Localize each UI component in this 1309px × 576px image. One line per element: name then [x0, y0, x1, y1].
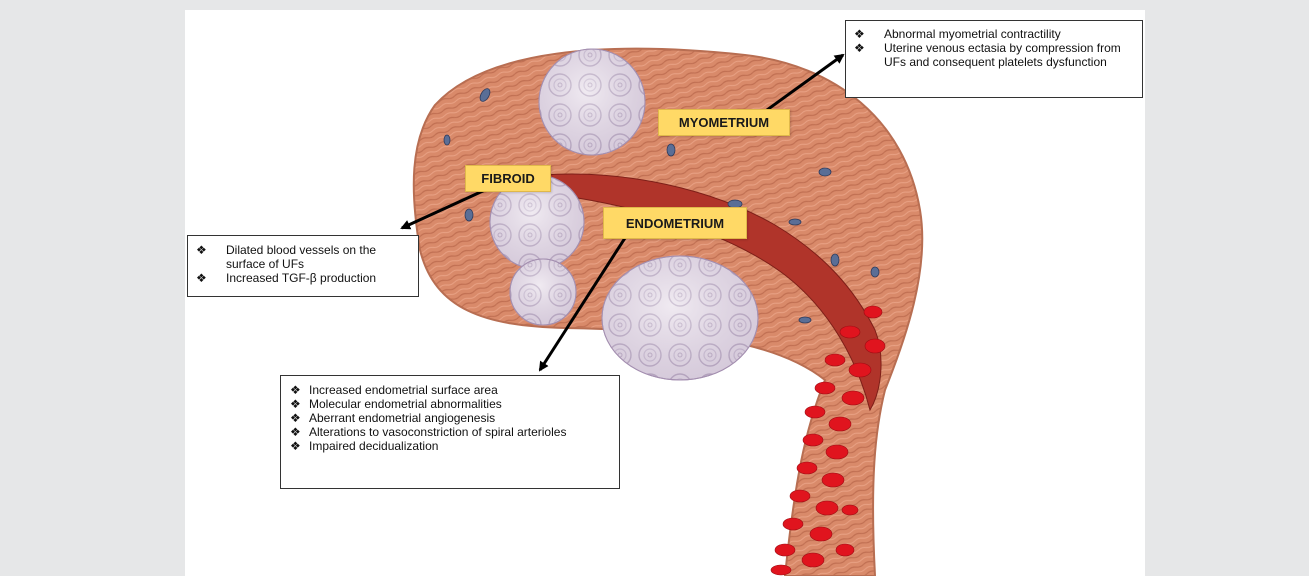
fibroid-note-list: ❖ Dilated blood vessels on the surface o… — [188, 243, 412, 285]
bullet-icon: ❖ — [188, 271, 226, 285]
bullet-icon: ❖ — [281, 439, 304, 453]
list-item: ❖ Dilated blood vessels on the surface o… — [188, 243, 412, 271]
list-item-text: Uterine venous ectasia by compression fr… — [884, 41, 1136, 69]
list-item: ❖ Alterations to vasoconstriction of spi… — [281, 425, 609, 439]
endometrium-label: ENDOMETRIUM — [603, 207, 747, 239]
myometrium-note: ❖ Abnormal myometrial contractility ❖ Ut… — [845, 20, 1143, 98]
list-item-text: Impaired decidualization — [304, 439, 438, 453]
myometrium-label: MYOMETRIUM — [658, 109, 790, 136]
list-item: ❖ Impaired decidualization — [281, 439, 609, 453]
fibroid-note: ❖ Dilated blood vessels on the surface o… — [187, 235, 419, 297]
list-item: ❖ Increased TGF-β production — [188, 271, 412, 285]
bullet-icon: ❖ — [281, 383, 304, 397]
list-item: ❖ Increased endometrial surface area — [281, 383, 609, 397]
endometrium-note: ❖ Increased endometrial surface area ❖ M… — [280, 375, 620, 489]
list-item-text: Abnormal myometrial contractility — [884, 27, 1061, 41]
fibroid-label: FIBROID — [465, 165, 551, 192]
list-item-text: Aberrant endometrial angiogenesis — [304, 411, 495, 425]
list-item-text: Increased TGF-β production — [226, 271, 376, 285]
list-item: ❖ Uterine venous ectasia by compression … — [846, 41, 1136, 69]
list-item-text: Increased endometrial surface area — [304, 383, 498, 397]
bullet-icon: ❖ — [188, 243, 226, 257]
endometrium-note-list: ❖ Increased endometrial surface area ❖ M… — [281, 383, 609, 453]
bullet-icon: ❖ — [281, 411, 304, 425]
list-item: ❖ Molecular endometrial abnormalities — [281, 397, 609, 411]
myometrium-note-list: ❖ Abnormal myometrial contractility ❖ Ut… — [846, 27, 1136, 69]
list-item: ❖ Abnormal myometrial contractility — [846, 27, 1136, 41]
list-item-text: Molecular endometrial abnormalities — [304, 397, 502, 411]
list-item-text: Dilated blood vessels on the surface of … — [226, 243, 412, 271]
bullet-icon: ❖ — [846, 41, 884, 55]
list-item: ❖ Aberrant endometrial angiogenesis — [281, 411, 609, 425]
bullet-icon: ❖ — [281, 397, 304, 411]
bullet-icon: ❖ — [846, 27, 884, 41]
bullet-icon: ❖ — [281, 425, 304, 439]
diagram-canvas: MYOMETRIUM FIBROID ENDOMETRIUM ❖ Abnorma… — [185, 10, 1145, 576]
list-item-text: Alterations to vasoconstriction of spira… — [304, 425, 566, 439]
